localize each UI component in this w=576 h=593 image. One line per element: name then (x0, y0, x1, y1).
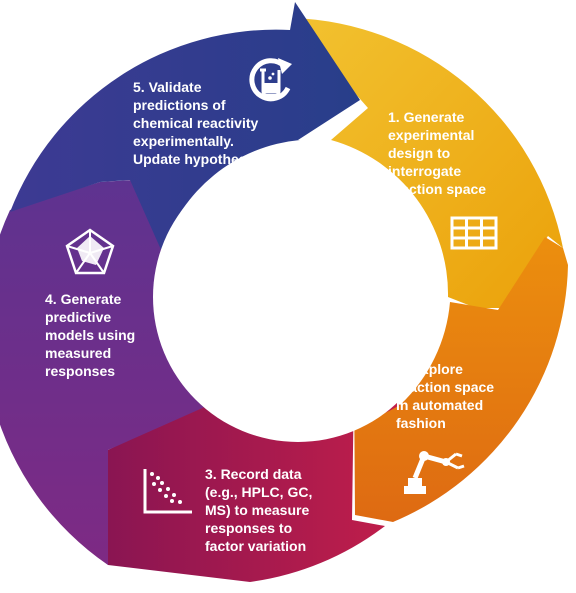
step-3-line-1: 3. Record data (205, 466, 302, 482)
step-3-label: 3. Record data (e.g., HPLC, GC, MS) to m… (205, 465, 312, 555)
step-5-label: 5. Validate predictions of chemical reac… (133, 78, 258, 168)
step-5-line-1: 5. Validate (133, 79, 202, 95)
step-5-line-4: experimentally. (133, 133, 234, 149)
step-4-label: 4. Generate predictive models using meas… (45, 290, 135, 380)
step-2-line-3: in automated (396, 397, 484, 413)
step-3-line-5: factor variation (205, 538, 307, 554)
center-hole (153, 152, 443, 442)
step-5-line-3: chemical reactivity (133, 115, 259, 131)
step-4-line-2: predictive (45, 309, 112, 325)
step-5-arrow (10, 2, 360, 252)
robot-arm-icon (404, 451, 465, 494)
step-4-line-3: models using (45, 327, 136, 343)
step-5-line-2: predictions of (133, 97, 226, 113)
step-3-line-3: MS) to measure (205, 502, 310, 518)
table-grid-icon (450, 216, 498, 250)
step-4-line-5: responses (45, 363, 116, 379)
scatter-plot-icon (143, 469, 192, 514)
step-4-line-1: 4. Generate (45, 291, 122, 307)
step-3-line-2: (e.g., HPLC, GC, (205, 484, 313, 500)
step-4-line-4: measured (45, 345, 112, 361)
radar-chart-icon (65, 228, 115, 275)
step-1-line-1: 1. Generate (388, 109, 465, 125)
step-4-arrow (0, 180, 225, 565)
beaker-cycle-icon (249, 58, 292, 102)
step-5-line-5: Update hypothesis (133, 151, 259, 167)
step-1-line-4: interrogate (388, 163, 462, 179)
step-2-line-2: reaction space (396, 379, 495, 395)
step-1-line-2: experimental (388, 127, 475, 143)
step-2-label: 2. Explore reaction space in automated f… (396, 360, 494, 432)
step-2-line-1: 2. Explore (396, 361, 463, 377)
step-1-line-5: reaction space (388, 181, 487, 197)
step-1-line-3: design to (388, 145, 451, 161)
step-3-line-4: responses to (205, 520, 293, 536)
step-2-line-4: fashion (396, 415, 446, 431)
step-2-arrow (354, 237, 568, 522)
step-1-label: 1. Generate experimental design to inter… (388, 108, 486, 198)
